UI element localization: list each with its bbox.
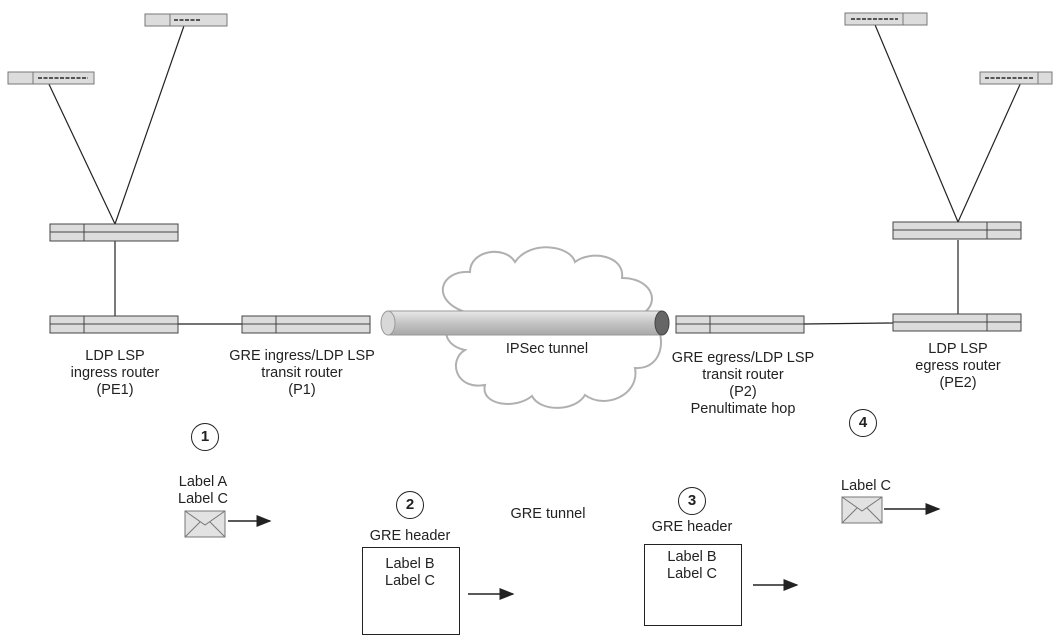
- step-3-marker: 3: [678, 487, 706, 515]
- device-top-left-2: [7, 71, 95, 85]
- packet-3-box: [644, 544, 742, 626]
- links: [46, 19, 1023, 325]
- device-top-left-1: [144, 13, 228, 27]
- router-p1: [241, 315, 371, 334]
- step-4-marker: 4: [849, 409, 877, 437]
- link-top-right-b: [957, 79, 1023, 223]
- ipsec-tunnel-tube: [380, 310, 670, 336]
- envelope-icon: [184, 510, 226, 538]
- packet-2-header: GRE header: [369, 528, 451, 544]
- envelope-icon: [841, 496, 883, 524]
- step-2-marker: 2: [396, 491, 424, 519]
- router-switch-left-upper: [49, 223, 179, 242]
- step-1-marker: 1: [191, 423, 219, 451]
- packet-4-labels: Label C: [841, 478, 891, 494]
- packet-2-box: [362, 547, 460, 635]
- router-switch-right-upper: [892, 221, 1022, 240]
- link-top-right-a: [872, 19, 959, 223]
- device-top-right-2: [979, 71, 1053, 85]
- link-top-left-a: [46, 79, 116, 225]
- router-p2: [675, 315, 805, 334]
- ipsec-tunnel-label: IPSec tunnel: [505, 341, 589, 357]
- gre-tunnel-label: GRE tunnel: [510, 506, 586, 522]
- link-top-left-b: [114, 19, 187, 225]
- link-p2-pe2: [803, 322, 894, 325]
- router-pe2: [892, 313, 1022, 332]
- packet-3-header: GRE header: [651, 519, 733, 535]
- device-top-right-1: [844, 12, 928, 26]
- router-pe1: [49, 315, 179, 334]
